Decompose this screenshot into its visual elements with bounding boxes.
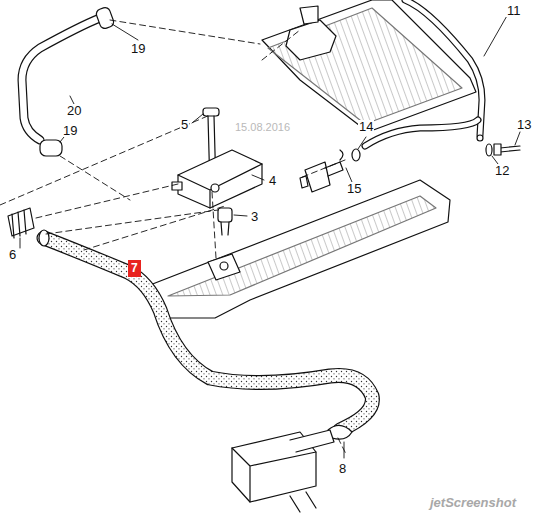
callout-number: 13 [516, 118, 532, 131]
callout-number: 19 [130, 42, 146, 55]
callout-number: 20 [66, 104, 82, 117]
highlighted-callout: 7 [128, 260, 141, 277]
callout-number: 6 [8, 248, 17, 261]
callout-number: 3 [250, 210, 259, 223]
watermark: jetScreenshot [430, 496, 516, 509]
callout-number: 5 [180, 118, 189, 131]
callout-number: 15 [346, 182, 362, 195]
callout-number: 14 [358, 120, 374, 133]
callout-number: 11 [506, 4, 522, 17]
callout-number: 4 [268, 174, 277, 187]
callout-number: 19 [62, 124, 78, 137]
callout-number: 7 [131, 262, 138, 274]
callout-number: 8 [338, 462, 347, 475]
callout-number: 12 [494, 164, 510, 177]
date-watermark: 15.08.2016 [234, 122, 291, 133]
